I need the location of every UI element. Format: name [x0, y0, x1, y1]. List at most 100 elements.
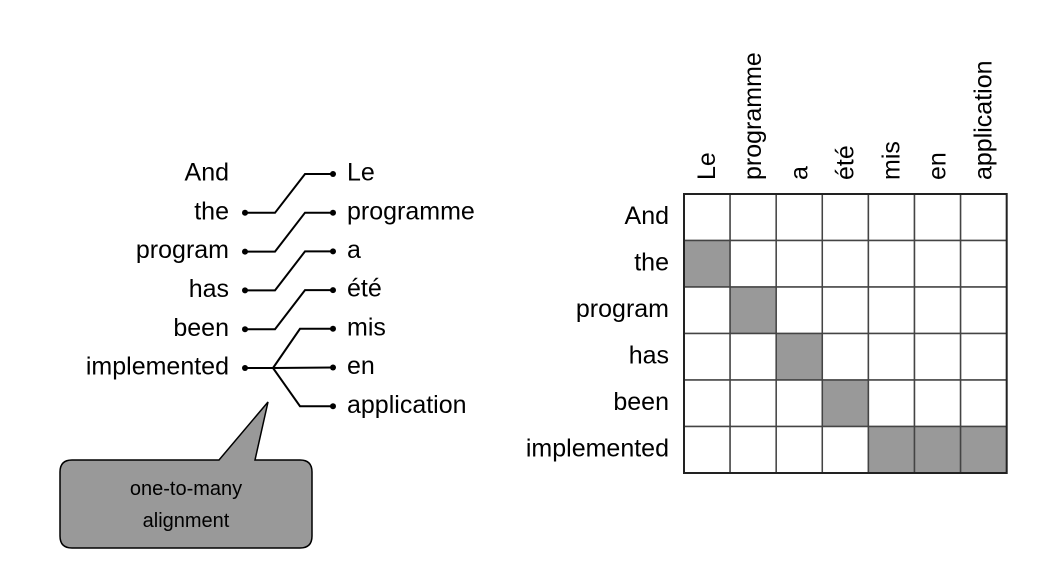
matrix-cell [729, 239, 777, 288]
callout-shape [59, 401, 313, 549]
matrix-column-label: été [831, 145, 859, 180]
target-word: programme [347, 197, 475, 225]
alignment-link [272, 327, 333, 369]
matrix-cell [913, 193, 962, 242]
matrix-cell [775, 193, 824, 242]
matrix-cell [913, 332, 962, 381]
matrix-column-label: Le [693, 152, 721, 180]
matrix-row-label: the [634, 248, 669, 276]
matrix-cell [821, 239, 870, 288]
target-dot [330, 364, 336, 371]
matrix-cell [959, 286, 1008, 335]
matrix-column-label: programme [739, 52, 767, 180]
matrix-row-label: has [629, 341, 669, 369]
alignment-link [245, 289, 333, 331]
target-dot [330, 403, 336, 410]
matrix-cell [683, 332, 731, 381]
matrix-cell [959, 239, 1008, 288]
target-words: Le programme a été mis en application [330, 159, 475, 419]
source-dot [242, 209, 248, 216]
matrix-cells [683, 193, 1008, 474]
matrix-cell [683, 425, 731, 474]
matrix-row-label: implemented [526, 434, 669, 462]
source-dot [242, 248, 248, 255]
alignment-link [272, 367, 333, 408]
matrix-cell-aligned [729, 286, 777, 335]
source-dot [242, 365, 248, 371]
matrix-cell [867, 332, 916, 381]
matrix-column-label: application [970, 60, 998, 180]
source-word: implemented [86, 353, 229, 381]
source-dot [242, 326, 248, 333]
alignment-links [245, 173, 334, 408]
matrix-cell-aligned [775, 332, 824, 381]
matrix-column-label: en [924, 152, 952, 180]
matrix-cell [775, 239, 824, 288]
target-word: été [347, 275, 382, 303]
matrix-cell-aligned [867, 425, 916, 474]
matrix-cell [729, 425, 777, 474]
matrix-cell [959, 193, 1008, 242]
matrix-cell [775, 425, 824, 474]
target-word: en [347, 352, 375, 380]
source-word: And [185, 159, 229, 187]
source-words: And the program has been implemented [86, 159, 248, 381]
matrix-cell [913, 379, 962, 428]
alignment-link [245, 250, 333, 292]
source-word: been [173, 314, 229, 342]
matrix-row-label: And [625, 202, 669, 230]
target-dot [330, 248, 336, 255]
matrix-border [683, 193, 1008, 474]
target-dot [330, 287, 336, 294]
matrix-cell [729, 332, 777, 381]
matrix-row-label: program [576, 295, 669, 323]
target-word: a [347, 236, 361, 264]
matrix-cell [775, 379, 824, 428]
matrix-cell [683, 193, 731, 242]
target-word: application [347, 391, 467, 419]
matrix-cell [729, 193, 777, 242]
alignment-link [272, 366, 334, 369]
matrix-cell [867, 193, 916, 242]
matrix-column-label: mis [877, 141, 905, 180]
matrix-cell [867, 286, 916, 335]
matrix-cell [821, 193, 870, 242]
alignment-matrix: And the program has been implemented Le progra… [526, 52, 1008, 474]
matrix-cell-aligned [821, 379, 870, 428]
source-word: program [136, 236, 229, 264]
matrix-cell [821, 332, 870, 381]
matrix-cell [913, 286, 962, 335]
target-word: Le [347, 159, 375, 187]
alignment-link [245, 173, 333, 214]
matrix-cell [683, 379, 731, 428]
matrix-cell-aligned [683, 239, 731, 288]
matrix-cell [683, 286, 731, 335]
alignment-list: And the program has been implemented Le progra… [86, 159, 475, 419]
target-word: mis [347, 313, 386, 341]
matrix-cell [959, 379, 1008, 428]
source-word: has [189, 275, 229, 303]
matrix-cell [821, 425, 870, 474]
matrix-cell [867, 239, 916, 288]
matrix-cell [913, 239, 962, 288]
matrix-cell [959, 332, 1008, 381]
callout-bubble: one-to-many alignment [59, 401, 313, 549]
alignment-link [245, 211, 333, 253]
source-dot [242, 287, 248, 294]
matrix-cell-aligned [959, 425, 1008, 474]
target-dot [330, 325, 336, 332]
matrix-cell [775, 286, 824, 335]
target-dot [330, 171, 336, 177]
callout-line-2: alignment [143, 510, 230, 532]
matrix-cell [867, 379, 916, 428]
matrix-cell-aligned [913, 425, 962, 474]
callout-line-1: one-to-many [130, 478, 242, 500]
source-word: the [194, 197, 229, 225]
target-dot [330, 209, 336, 216]
matrix-row-label: been [613, 388, 669, 416]
matrix-row-labels: And the program has been implemented [526, 202, 669, 463]
matrix-cell [729, 379, 777, 428]
matrix-cell [821, 286, 870, 335]
